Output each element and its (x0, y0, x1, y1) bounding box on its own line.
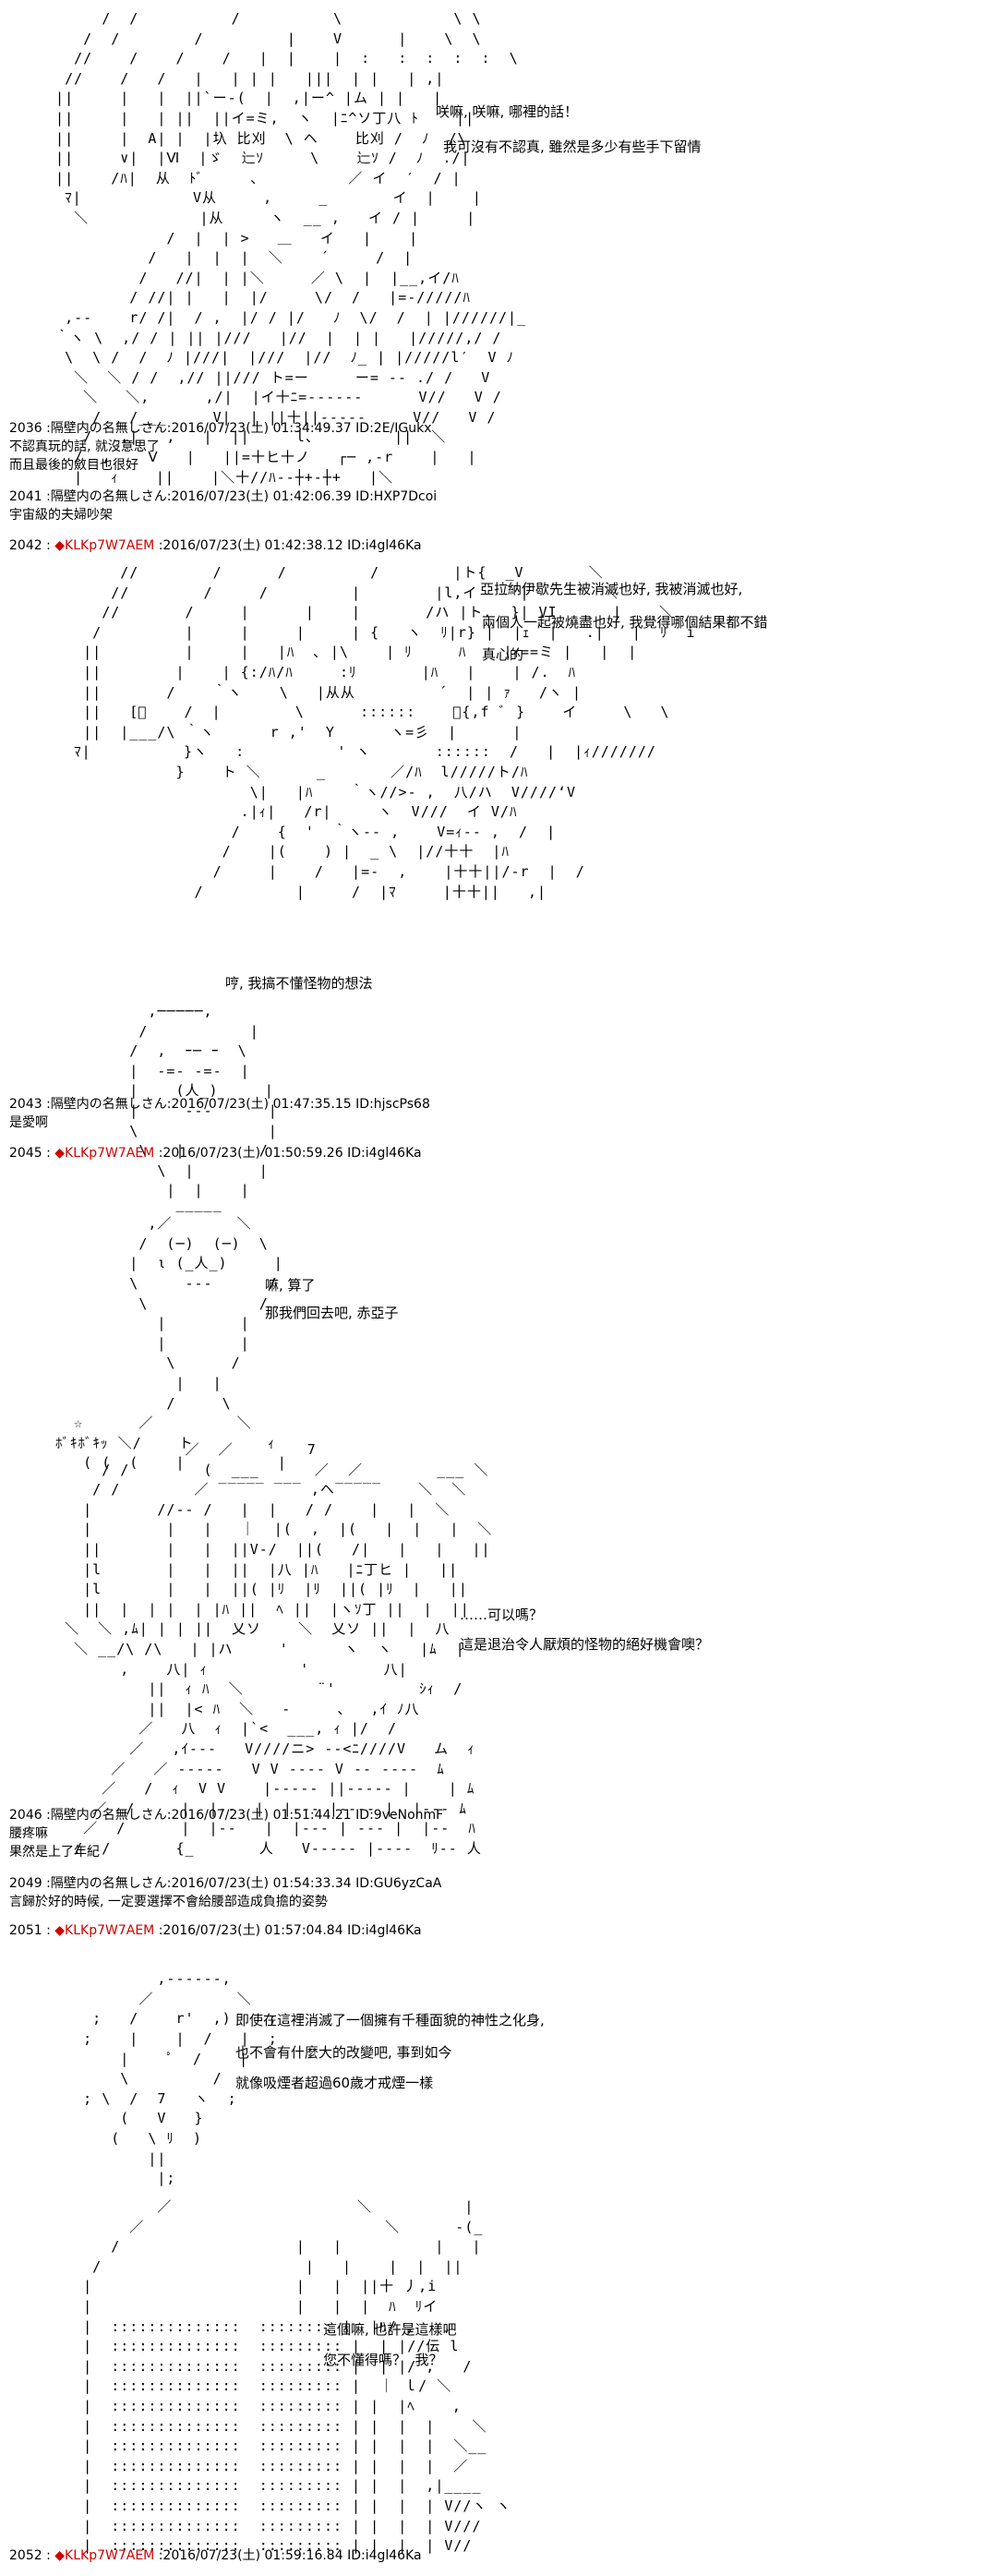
ascii-art-6: ／ ＼ | ／ ＼ ‐(_ / | | | | / | | | | || | (83, 2198, 511, 2555)
post-body: 言歸於好的時候, 一定要選擇不會給腰部造成負擔的姿勢 (9, 1895, 328, 1909)
post-header: 2036 :隔壁内の名無しさん:2016/07/23(土) 01:34:49.3… (9, 421, 432, 436)
dialogue-line: 我可沒有不認真, 雖然是多少有些手下留情 (443, 138, 702, 155)
post-header: 2041 :隔壁内の名無しさん:2016/07/23(土) 01:42:06.3… (9, 489, 438, 504)
post-body: 是愛啊 (9, 1115, 48, 1130)
post-2041: 2041 :隔壁内の名無しさん:2016/07/23(土) 01:42:06.3… (9, 488, 437, 524)
dialogue-line: 這個嘛, 也許是這樣吧 (323, 2321, 457, 2338)
post-2043: 2043 :隔壁内の名無しさん:2016/07/23(土) 01:47:35.1… (9, 1095, 430, 1132)
post-2036: 2036 :隔壁内の名無しさん:2016/07/23(土) 01:34:49.3… (9, 419, 432, 475)
post-body: 宇宙級的夫婦吵架 (9, 508, 113, 523)
dialogue-line: 即使在這裡消滅了一個擁有千種面貌的神性之化身, (235, 2012, 545, 2028)
post-2049: 2049 :隔壁内の名無しさん:2016/07/23(土) 01:54:33.3… (9, 1874, 441, 1911)
dialogue-line: 就像吸煙者超過60歲才戒煙一樣 (235, 2075, 434, 2091)
post-header: 2045 : ◆KLKp7W7AEM :2016/07/23(土) 01:50:… (9, 1146, 422, 1161)
post-body: 腰疼嘛 果然是上了年紀 (9, 1826, 100, 1860)
dialogue-line: 也不會有什麼大的改變吧, 事到如今 (235, 2044, 452, 2061)
dialogue-line: 真心的 (482, 646, 524, 663)
red-diamond-icon: ◆ (54, 2548, 66, 2563)
dialogue-line: 您不懂得嗎？ 我？ (323, 2352, 443, 2368)
ascii-art-1: / / / \ \ \ / / / | V | \ \ // / / / | |… (55, 10, 527, 486)
post-header: 2052 : ◆KLKp7W7AEM :2016/07/23(土) 01:59:… (9, 2548, 422, 2563)
ascii-art-2: // / / / |ト{ _V ＼ // / / | |l,イ ￣| ＼ // … (74, 564, 696, 1199)
dialogue-line: 亞拉納伊歇先生被消滅也好, 我被消滅也好, (480, 581, 743, 597)
ascii-art-4: ／ ／ 7 / / ( ___ ／ ／ ___ ＼ / / ／ ‾‾‾‾‾ ‾‾… (65, 1441, 493, 1857)
post-2045: 2045 : ◆KLKp7W7AEM :2016/07/23(土) 01:50:… (9, 1144, 422, 1162)
red-diamond-icon: ◆ (54, 1146, 66, 1161)
post-2052: 2052 : ◆KLKp7W7AEM :2016/07/23(土) 01:59:… (9, 2546, 422, 2565)
post-body: 不認真玩的話, 就沒意思了 而且最後的斂目也很好 (9, 439, 160, 473)
post-header: 2043 :隔壁内の名無しさん:2016/07/23(土) 01:47:35.1… (9, 1097, 430, 1112)
author-trip[interactable]: KLKp7W7AEM (65, 1146, 155, 1161)
author-trip[interactable]: KLKp7W7AEM (65, 2548, 155, 2563)
author-trip[interactable]: KLKp7W7AEM (65, 538, 155, 553)
dialogue-line: ……可以嗎？ (460, 1607, 544, 1623)
dialogue-line: 兩個人一起被燒盡也好, 我覺得哪個結果都不錯 (482, 614, 768, 631)
post-header: 2051 : ◆KLKp7W7AEM :2016/07/23(土) 01:57:… (9, 1923, 422, 1938)
ascii-art-5: ,‐‐‐‐‐‐, ／ ＼ ; / r' ,) ; ; | | / | ; | ﾟ… (83, 1970, 278, 2187)
post-header: 2042 : ◆KLKp7W7AEM :2016/07/23(土) 01:42:… (9, 538, 422, 553)
dialogue-line: 嘛, 算了 (265, 1277, 316, 1294)
post-2046: 2046 :隔壁内の名無しさん:2016/07/23(土) 01:51:44.2… (9, 1806, 443, 1861)
dialogue-line: 咲嘛, 咲嘛, 哪裡的話！ (436, 103, 579, 120)
red-diamond-icon: ◆ (54, 538, 66, 553)
author-trip[interactable]: KLKp7W7AEM (65, 1923, 155, 1938)
post-header: 2049 :隔壁内の名無しさん:2016/07/23(土) 01:54:33.3… (9, 1876, 442, 1891)
dialogue-line: 那我們回去吧, 赤亞子 (265, 1305, 399, 1321)
ascii-art-3: _____ ,／ ＼ / (─) (─) \ | ι (_人_) | \ ---… (55, 1195, 287, 1472)
post-header: 2046 :隔壁内の名無しさん:2016/07/23(土) 01:51:44.2… (9, 1808, 444, 1823)
post-2051: 2051 : ◆KLKp7W7AEM :2016/07/23(土) 01:57:… (9, 1921, 422, 1940)
post-2042: 2042 : ◆KLKp7W7AEM :2016/07/23(土) 01:42:… (9, 536, 422, 555)
dialogue-line: 哼, 我搞不懂怪物的想法 (225, 975, 373, 992)
red-diamond-icon: ◆ (54, 1923, 66, 1938)
dialogue-line: 這是退治令人厭煩的怪物的絕好機會噢？ (460, 1636, 710, 1653)
